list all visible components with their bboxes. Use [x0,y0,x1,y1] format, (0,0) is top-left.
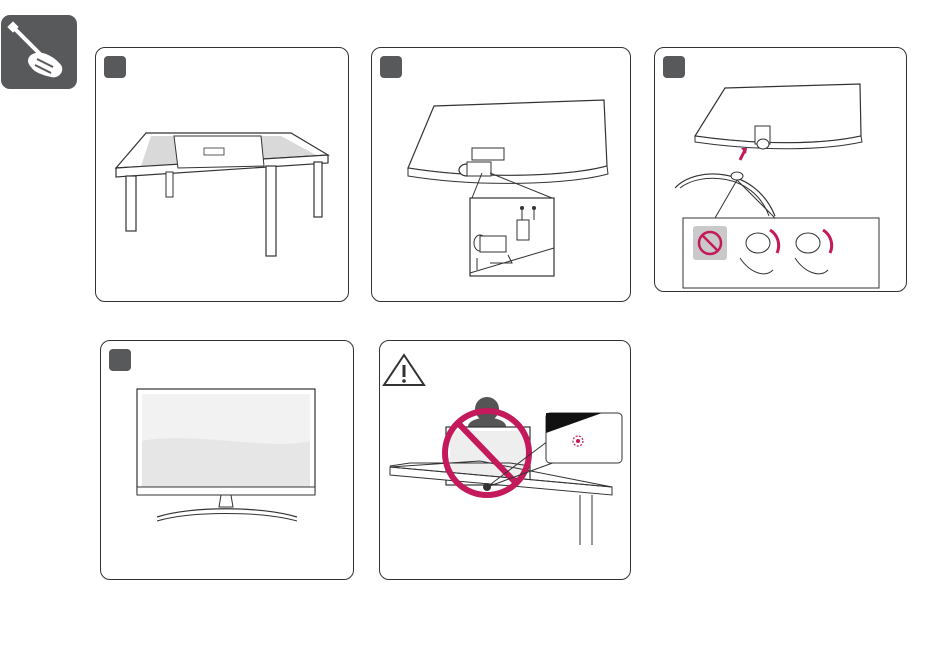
warning-illustration [380,341,631,580]
step-3-panel [654,47,907,292]
step-2-illustration [372,48,631,302]
step-3-illustration [655,48,907,292]
step-1-panel [95,47,349,302]
step-1-illustration [96,48,349,302]
step-4-panel [100,340,354,580]
step-4-illustration [101,341,354,580]
screwdriver-hand-icon [1,15,77,89]
step-2-panel [371,47,631,302]
warning-panel [379,340,631,580]
warning-triangle-icon [384,355,424,385]
